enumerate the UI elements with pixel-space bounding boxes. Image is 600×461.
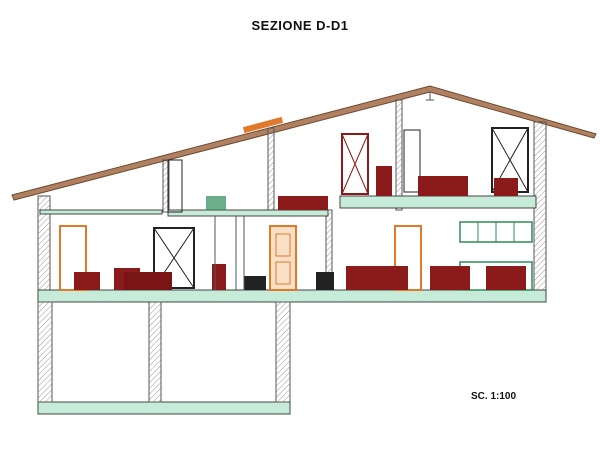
basement-pillars — [37, 301, 291, 403]
slabs — [37, 195, 547, 415]
windows — [153, 127, 529, 289]
walls — [37, 99, 547, 297]
drawing-title: SEZIONE D-D1 — [251, 18, 349, 33]
drawing-scale: SC. 1:100 — [471, 391, 517, 402]
roof — [11, 85, 597, 201]
furniture — [74, 166, 526, 290]
poles — [214, 216, 245, 290]
doors — [59, 133, 422, 291]
roof-vent — [242, 116, 284, 134]
